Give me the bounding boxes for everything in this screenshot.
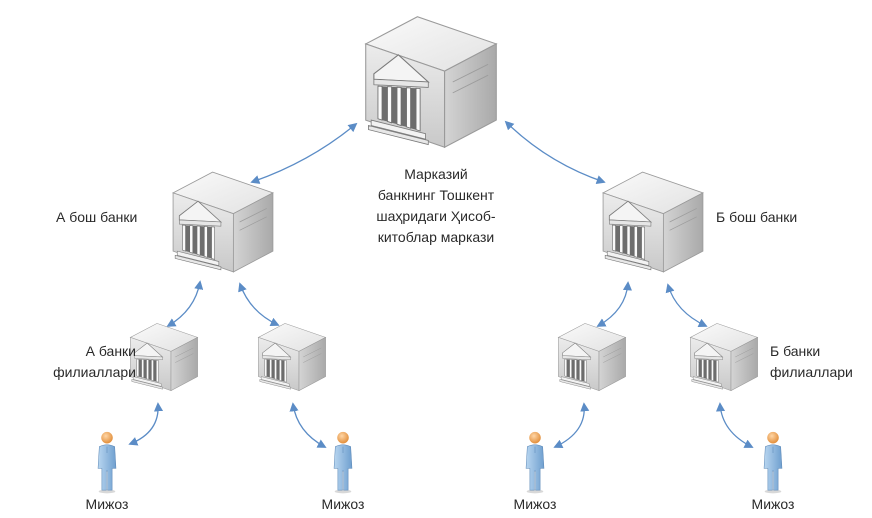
- central-bank-label-line-4: китоблар маркази: [377, 229, 495, 245]
- arrow-branch-a2-client: [289, 402, 327, 448]
- arrow-bank-a-branch-1: [166, 280, 204, 327]
- arrow-bank-b-branch-1: [596, 281, 632, 327]
- bank-a-branches-label-line-2: филиаллари: [53, 364, 136, 380]
- bank-a-building-icon: [172, 171, 274, 273]
- arrow-central-bank-b: [504, 120, 606, 184]
- arrow-central-bank-a: [250, 122, 358, 184]
- bank-b-branches-label-line-1: Б банки: [770, 343, 821, 359]
- arrow-branch-b2-client: [715, 402, 754, 448]
- client-4-label: Мижоз: [751, 496, 795, 512]
- arrow-branch-a1-client: [128, 402, 164, 446]
- central-bank-label-line-2: банкнинг Тошкент: [377, 187, 495, 203]
- bank-b-branch-2-building-icon: [690, 323, 758, 391]
- client-3-person-icon: [525, 431, 545, 494]
- bank-a-label: А бош банки: [56, 209, 138, 225]
- bank-b-label: Б бош банки: [716, 209, 798, 225]
- bank-a-branch-2-building-icon: [258, 323, 326, 391]
- bank-a-branches-label-line-1: А банки: [85, 343, 136, 359]
- client-2-label: Мижоз: [321, 496, 365, 512]
- bank-a-branches-label: А банки филиаллари: [36, 341, 136, 383]
- central-bank-label-line-1: Марказий: [404, 166, 468, 182]
- arrow-bank-b-branch-2: [665, 283, 708, 328]
- bank-b-branches-label: Б банки филиаллари: [770, 341, 870, 383]
- central-bank-label-line-3: шаҳридаги Ҳисоб-: [376, 208, 496, 224]
- central-bank-label: Марказий банкнинг Тошкент шаҳридаги Ҳисо…: [346, 164, 526, 248]
- client-3-label: Мижоз: [513, 496, 557, 512]
- bank-a-branch-1-building-icon: [130, 323, 198, 391]
- arrow-branch-b1-client: [553, 402, 590, 449]
- client-4-person-icon: [763, 431, 783, 494]
- central-bank-building-icon: [365, 16, 497, 148]
- client-1-person-icon: [97, 431, 117, 494]
- connector-arrows: [128, 120, 754, 449]
- arrow-bank-a-branch-2: [238, 282, 280, 327]
- client-2-person-icon: [333, 431, 353, 494]
- bank-b-branches-label-line-2: филиаллари: [770, 364, 853, 380]
- bank-b-building-icon: [602, 171, 704, 273]
- client-1-label: Мижоз: [85, 496, 129, 512]
- bank-b-branch-1-building-icon: [558, 323, 626, 391]
